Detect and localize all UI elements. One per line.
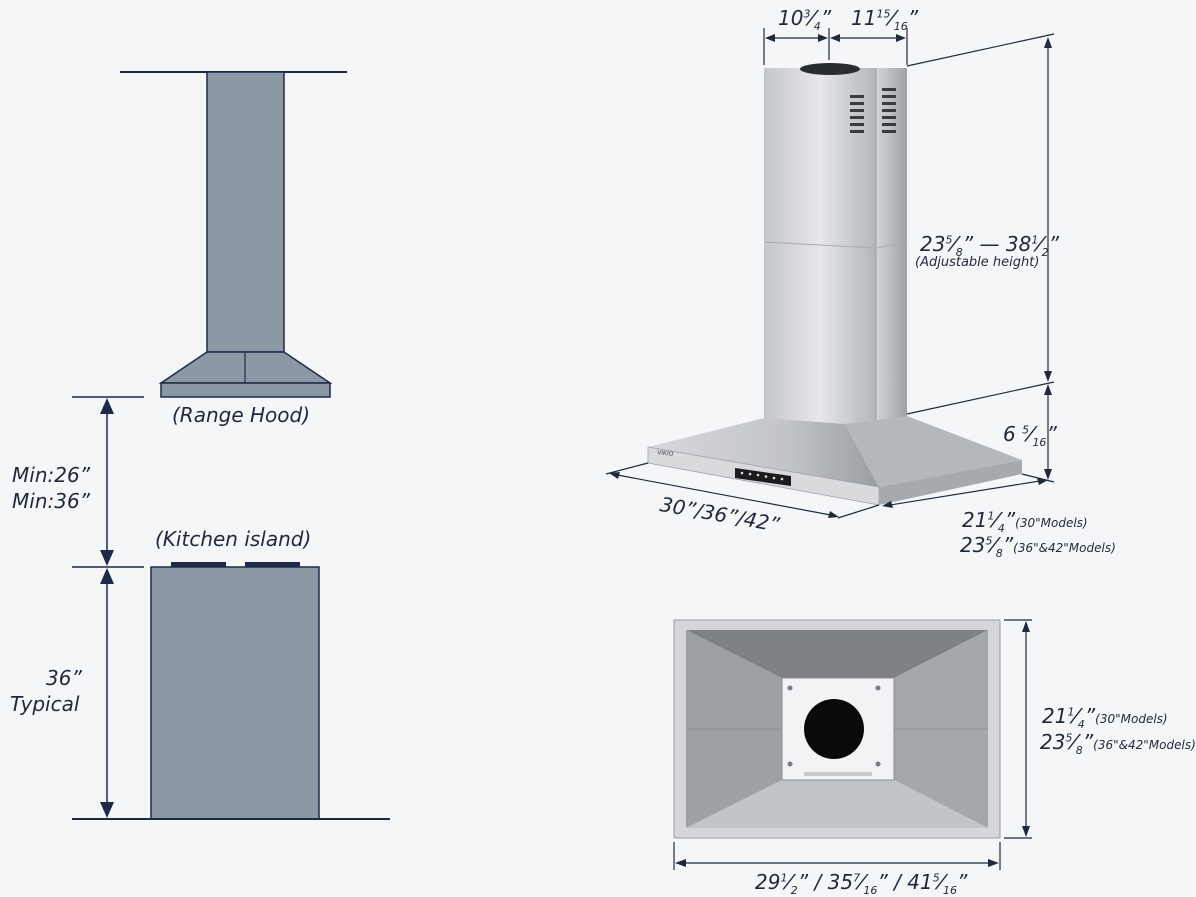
canopy-front [648, 418, 879, 487]
bottom-depth-36-42-label: 235⁄8”(36"&42"Models) [1040, 730, 1196, 757]
bottom-panel-bottom [686, 780, 988, 828]
min-clearance-2: Min:36” [12, 489, 91, 513]
chimney-side [876, 68, 907, 424]
kitchen-island-diagram [72, 562, 390, 820]
control-panel [735, 468, 791, 486]
cooktop-burner-left [171, 562, 226, 567]
hood-perspective [647, 63, 1022, 506]
island-height-dimension [100, 568, 114, 818]
depth-36-42-label: 235⁄8”(36"&42"Models) [960, 533, 1116, 560]
canopy-side-strip [879, 460, 1022, 505]
hood-bottom-view [673, 619, 1001, 839]
duct-opening [800, 63, 860, 75]
chimney-front [764, 68, 876, 424]
bottom-dimensions [673, 619, 1032, 870]
canopy-side [845, 416, 1022, 487]
height-note: (Adjustable height) [915, 255, 1040, 270]
range-hood-diagram [120, 71, 347, 398]
kitchen-island-label: (Kitchen island) [155, 527, 312, 551]
island-body [150, 566, 320, 820]
motor-opening [804, 699, 864, 759]
canopy-height-label: 6 5⁄16” [1003, 422, 1057, 449]
perspective-dimensions [605, 28, 1055, 519]
top-width-a-label: 103⁄4” [778, 6, 832, 33]
island-height-value: 36” [46, 666, 82, 690]
min-clearance-1: Min:26” [12, 463, 91, 487]
bottom-width-label: 291⁄2” / 357⁄16” / 415⁄16” [755, 870, 968, 897]
hood-base [160, 382, 331, 398]
bottom-depth-30-label: 211⁄4”(30"Models) [1042, 704, 1168, 731]
bottom-panel-top [686, 630, 988, 678]
top-width-b-label: 1115⁄16” [851, 6, 919, 33]
hood-chimney [206, 71, 285, 353]
depth-30-label: 211⁄4”(30"Models) [962, 508, 1088, 535]
height-range-label: 235⁄8” — 381⁄2” [920, 232, 1060, 259]
clearance-dimension [72, 396, 144, 568]
island-height-note: Typical [10, 692, 80, 716]
cooktop-burner-right [245, 562, 300, 567]
range-hood-label: (Range Hood) [172, 403, 310, 427]
